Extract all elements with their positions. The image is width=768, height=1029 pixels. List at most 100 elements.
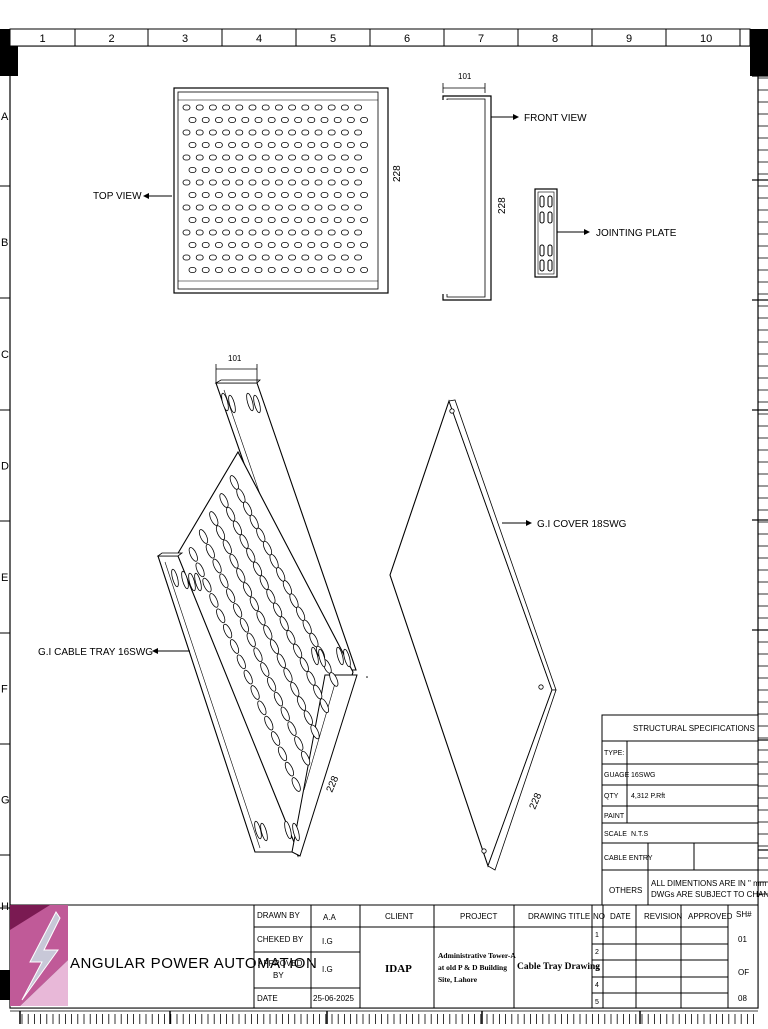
spec-label: PAINT	[604, 813, 625, 820]
cover-isometric	[389, 399, 557, 871]
spec-label: SCALE	[604, 831, 627, 838]
perforation-slot	[301, 154, 310, 161]
perforation-slot	[280, 267, 289, 273]
perforation-slot	[271, 731, 281, 746]
perforation-slot	[340, 104, 349, 111]
perforation-slot	[261, 229, 270, 236]
perforation-slot	[294, 142, 303, 148]
perforation-slot	[250, 685, 260, 700]
project-line-2: at old P & D Building	[438, 963, 507, 972]
perforation-slot	[235, 154, 244, 161]
perforation-slot	[248, 254, 257, 261]
perforation-slot	[288, 254, 297, 261]
row-label: G	[1, 795, 10, 807]
perforation-slot	[267, 267, 276, 273]
perforation-slot	[264, 715, 274, 731]
perforation-slot	[294, 117, 303, 123]
perforation-slot	[288, 154, 297, 161]
perforation-slot	[360, 142, 369, 148]
date-label: DATE	[257, 994, 278, 1003]
drawn-by-label: DRAWN BY	[257, 911, 300, 920]
perforation-slot	[248, 154, 257, 161]
client-value: IDAP	[385, 963, 412, 975]
perforation-slot	[228, 242, 237, 248]
perforation-slot	[360, 117, 369, 123]
perforation-slot	[248, 129, 257, 136]
of-label: OF	[738, 968, 749, 977]
row-label: D	[1, 461, 9, 473]
perforation-slot	[294, 736, 304, 751]
checked-by-label: CHEKED BY	[257, 935, 304, 944]
cover-depth-dim: 228	[528, 791, 545, 811]
perforation-slot	[333, 167, 342, 173]
title-block	[9, 904, 759, 1009]
perforation-slot	[280, 217, 289, 223]
perforation-slot	[201, 142, 210, 148]
perforation-slot	[215, 525, 226, 541]
perforation-slot	[182, 129, 191, 136]
revision-label: REVISION	[644, 912, 682, 921]
end-slot	[284, 820, 292, 840]
perforation-slot	[333, 217, 342, 223]
perforation-slot	[254, 192, 263, 198]
front-view-callout: FRONT VIEW	[491, 113, 587, 124]
specs-others-label: OTHERS	[609, 886, 642, 895]
perforation-slot	[307, 117, 316, 123]
perforation-slot	[280, 192, 289, 198]
row-label: H	[1, 901, 9, 913]
perforation-slot	[267, 217, 276, 223]
revision-number: 1	[595, 932, 599, 939]
perforation-slot	[205, 543, 215, 559]
perforation-slot	[208, 179, 217, 186]
perforation-slot	[201, 167, 210, 173]
perforation-slot	[212, 558, 222, 574]
perforation-slot	[291, 777, 301, 792]
perforation-slot	[235, 104, 244, 111]
perforation-slot	[226, 588, 236, 603]
perforation-slot	[320, 267, 329, 273]
perforation-slot	[235, 204, 244, 211]
perforation-slot	[280, 706, 290, 722]
bottom-ruler	[10, 1010, 758, 1024]
perforation-slot	[208, 254, 217, 261]
perforation-slot	[261, 204, 270, 211]
perforation-slot	[236, 654, 246, 670]
perforation-slot	[239, 617, 249, 633]
project-label: PROJECT	[460, 912, 497, 921]
row-label: C	[1, 349, 9, 361]
perforation-slot	[222, 179, 231, 186]
perforation-slot	[284, 761, 294, 777]
perforation-slot	[314, 129, 323, 136]
perforation-slot	[253, 647, 263, 663]
perforation-slot	[195, 129, 204, 136]
perforation-slot	[236, 568, 246, 583]
perforation-slot	[301, 229, 310, 236]
perforation-slot	[222, 129, 231, 136]
perforation-slot	[261, 129, 270, 136]
perforation-slot	[228, 117, 237, 123]
perforation-slot	[222, 154, 231, 161]
perforation-slot	[242, 582, 253, 597]
perforation-slot	[182, 154, 191, 161]
perforation-slot	[254, 217, 263, 223]
perforation-slot	[301, 179, 310, 186]
perforation-slot	[254, 242, 263, 248]
perforation-slot	[188, 267, 197, 273]
perforation-slot	[346, 117, 355, 123]
sheet-number: 01	[738, 935, 747, 944]
perforation-slot	[307, 242, 316, 248]
right-ruler	[752, 75, 768, 895]
perforation-slot	[273, 691, 283, 707]
perforation-slot	[257, 700, 267, 716]
perforation-slot	[261, 179, 270, 186]
perforation-slot	[283, 667, 293, 683]
perforation-slot	[340, 254, 349, 261]
perforation-slot	[294, 242, 303, 248]
perforation-slot	[314, 204, 323, 211]
revision-number: 4	[595, 982, 599, 989]
drawing-title-label: DRAWING TITLE	[528, 912, 590, 921]
perforation-slot	[320, 242, 329, 248]
end-slot	[260, 822, 268, 842]
perforation-slot	[314, 254, 323, 261]
